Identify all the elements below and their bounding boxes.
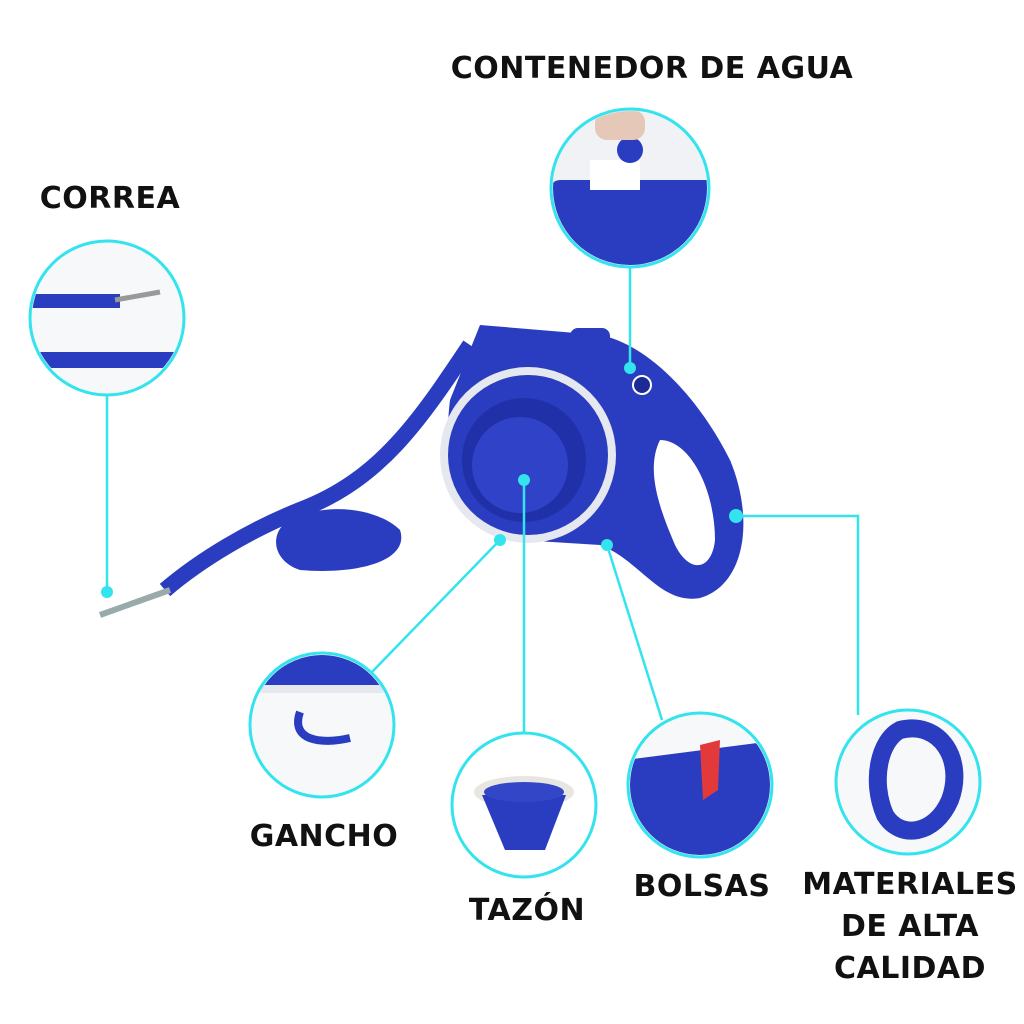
- bags-detail-circle: [626, 711, 774, 859]
- water-container-detail-circle: [549, 107, 711, 269]
- bags-label: BOLSAS: [633, 869, 771, 904]
- hook-detail-circle: [248, 651, 396, 799]
- materials-label-line: CALIDAD: [833, 951, 987, 986]
- callout-lines: [105, 265, 860, 735]
- bowl-detail-circle: [450, 731, 598, 879]
- product-leash-dispenser: [98, 325, 744, 618]
- leash-detail-circle: [28, 239, 186, 397]
- materials-label-line: DE ALTA: [840, 909, 980, 944]
- water-container-label: CONTENEDOR DE AGUA: [450, 51, 854, 86]
- callout-dots: [101, 362, 743, 598]
- materials-detail-circle: [834, 708, 982, 856]
- leash-label: CORREA: [39, 181, 181, 216]
- materials-label: MATERIALES DE ALTA CALIDAD: [802, 864, 1017, 990]
- hook-label: GANCHO: [249, 819, 399, 854]
- materials-label-line: MATERIALES: [802, 867, 1018, 902]
- bowl-label: TAZÓN: [468, 893, 586, 928]
